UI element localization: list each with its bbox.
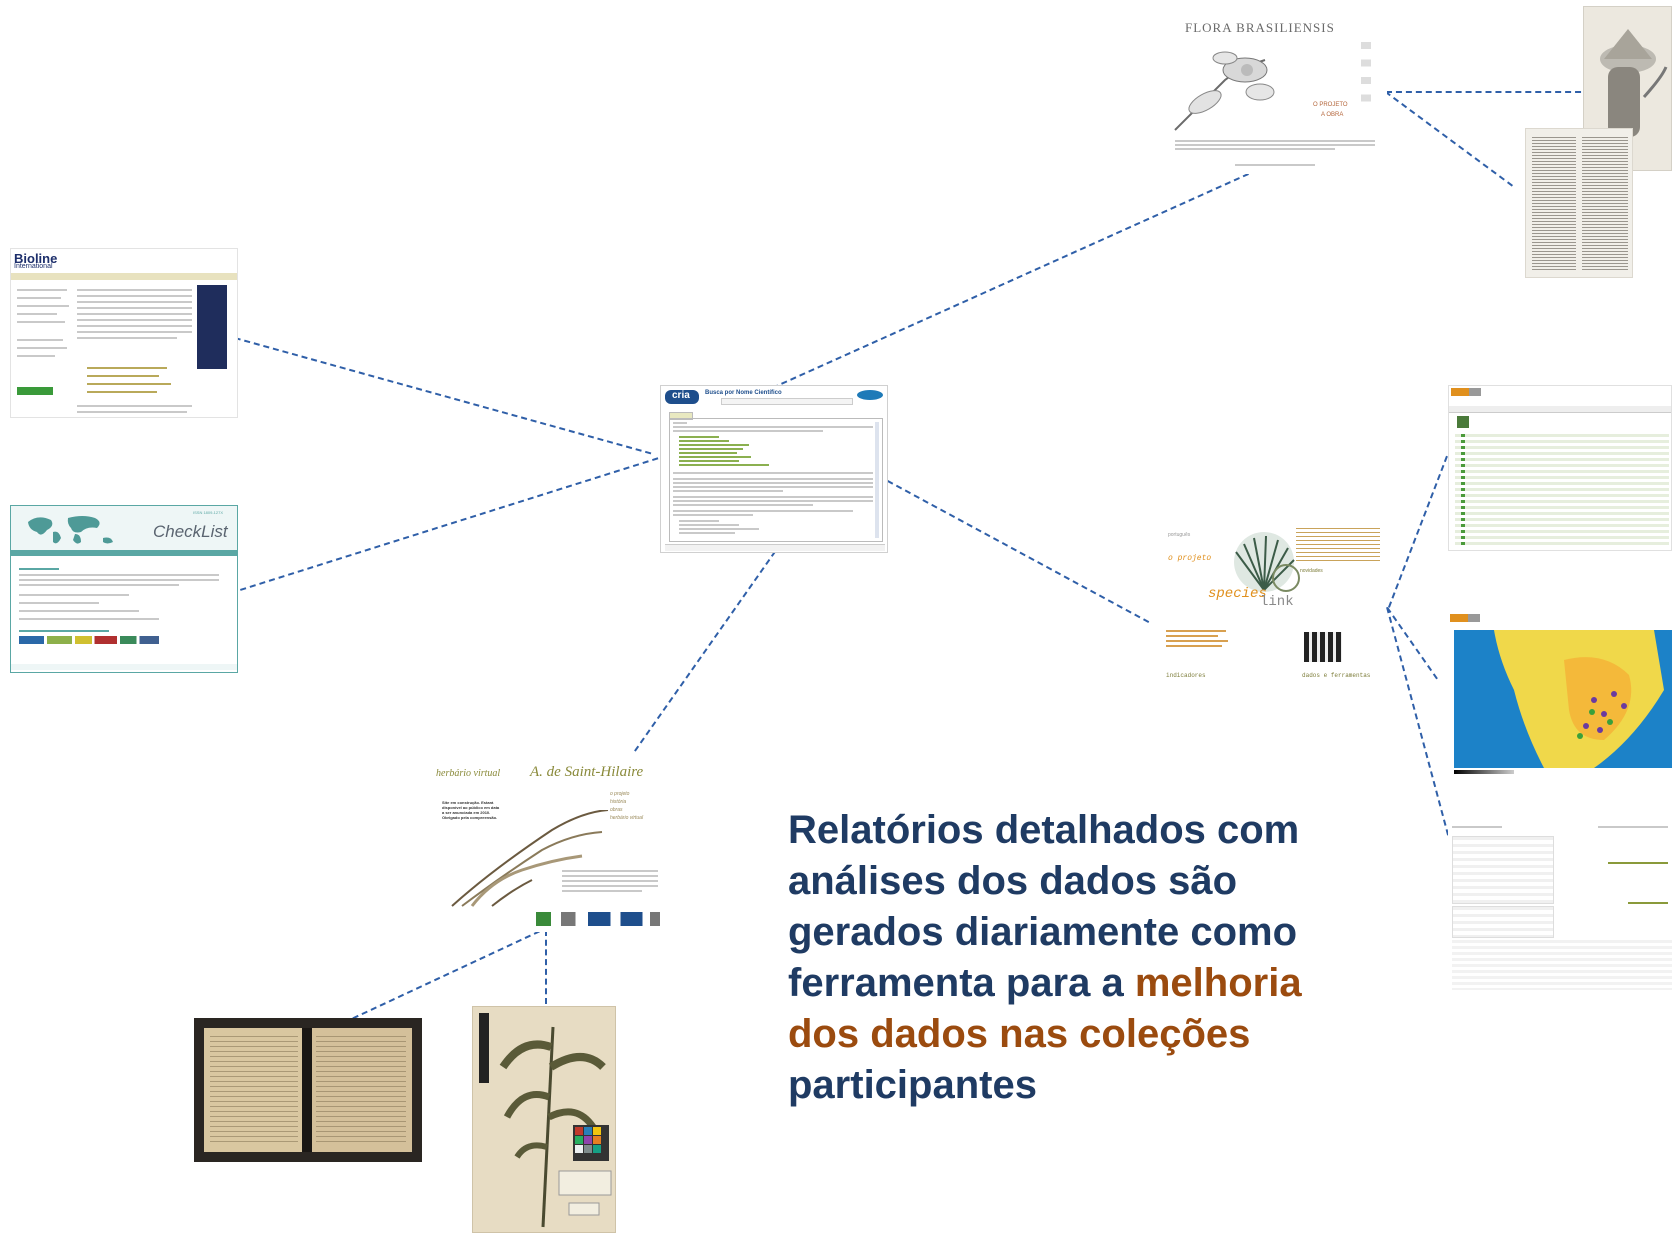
- connector-bioline-cria: [234, 337, 652, 455]
- connector-cria-herbario: [634, 550, 776, 752]
- bioline-nav[interactable]: [11, 273, 237, 280]
- flora-link-obra[interactable]: A OBRA: [1321, 112, 1344, 118]
- main-caption: Relatórios detalhados com análises dos d…: [788, 805, 1368, 1111]
- herbario-menu-virtual[interactable]: herbário virtual: [610, 815, 644, 821]
- cria-scrollbar[interactable]: [875, 422, 879, 538]
- specieslink-menu-indicadores[interactable]: indicadores: [1166, 672, 1206, 679]
- flora-title: FLORA BRASILIENSIS: [1185, 20, 1335, 35]
- herbario-notice: Site em construção. Estará disponível ao…: [442, 800, 500, 820]
- cria-title: Busca por Nome Científico: [705, 390, 782, 396]
- connector-herbario-specimen: [545, 930, 547, 1004]
- connector-checklist-cria: [240, 457, 659, 591]
- flora-text-page: [1525, 128, 1633, 278]
- flora-side-icons[interactable]: [1361, 42, 1371, 112]
- connector-flora-text: [1384, 91, 1514, 187]
- connector-cria-specieslink: [887, 480, 1150, 624]
- cria-partner-icon: [857, 390, 883, 400]
- specieslink-tools-image: [1304, 632, 1342, 662]
- flora-link-projeto[interactable]: O PROJETO: [1313, 102, 1348, 108]
- specieslink-table-screenshot: [1448, 385, 1672, 551]
- bioline-badge: [17, 387, 53, 395]
- checklist-screenshot: CheckList ISSN 1809-127X: [10, 505, 238, 673]
- cactus-illustration-icon: [1600, 29, 1668, 137]
- checklist-nav[interactable]: [11, 550, 237, 556]
- caption-part2: participantes: [788, 1063, 1037, 1107]
- spiral-icon: [1272, 564, 1300, 592]
- specieslink-report-screenshot: [1448, 822, 1672, 992]
- cria-tab[interactable]: [669, 412, 693, 420]
- cria-logo: cria: [672, 390, 690, 401]
- herbario-menu[interactable]: o projeto história obras herbário virtua…: [610, 790, 643, 822]
- bioline-screenshot: Bioline International: [10, 248, 238, 418]
- connector-flora-illustration: [1386, 91, 1591, 93]
- specieslink-logo-link: link: [1260, 594, 1294, 610]
- caption-highlight: melhoria dos dados nas coleções: [788, 961, 1302, 1056]
- manuscript-photo: [194, 1018, 422, 1162]
- flora-plate-image: [1583, 6, 1672, 171]
- plant-illustration-icon: [1174, 51, 1275, 131]
- specieslink-map-screenshot: [1448, 612, 1672, 780]
- herbario-title-name: A. de Saint-Hilaire: [530, 764, 644, 780]
- cria-screenshot: cria Busca por Nome Científico: [660, 385, 888, 553]
- checklist-issn: ISSN 1809-127X: [193, 510, 224, 515]
- specieslink-screenshot: português o projeto novidades species li…: [1160, 520, 1386, 686]
- bioline-subtitle: International: [14, 263, 53, 270]
- caption-part1: Relatórios detalhados com análises dos d…: [788, 808, 1300, 1005]
- checklist-partner-logos: [19, 636, 159, 644]
- herbario-partner-logos: [536, 912, 660, 926]
- grass-illustration-icon: [451, 810, 609, 907]
- fern-specimen-icon: [479, 1013, 612, 1228]
- checklist-logo: CheckList: [153, 522, 228, 541]
- connector-species-map: [1386, 607, 1438, 680]
- specieslink-menu-projeto[interactable]: o projeto: [1168, 554, 1212, 563]
- herbario-title-prefix: herbário virtual: [436, 768, 501, 779]
- herbario-screenshot: herbário virtual A. de Saint-Hilaire Sit…: [432, 760, 664, 932]
- specieslink-logo: species: [1208, 586, 1267, 602]
- cria-search-input[interactable]: [721, 398, 853, 405]
- specimen-photo: [472, 1006, 616, 1233]
- specieslink-menu-novidades[interactable]: novidades: [1300, 568, 1323, 574]
- bioline-cover-image: [197, 285, 227, 369]
- world-map-icon: [28, 516, 113, 544]
- herbario-menu-projeto[interactable]: o projeto: [610, 791, 630, 797]
- specieslink-menu-dados[interactable]: dados e ferramentas: [1302, 672, 1371, 679]
- flora-brasiliensis-screenshot: FLORA BRASILIENSIS O PROJETO A OBRA: [1165, 14, 1387, 174]
- herbario-menu-historia[interactable]: história: [610, 799, 627, 805]
- connector-species-report: [1386, 607, 1450, 836]
- herbario-menu-obras[interactable]: obras: [610, 807, 623, 813]
- south-america-map-icon: [1494, 630, 1664, 768]
- bioline-title: Bioline: [14, 251, 58, 266]
- connector-species-table: [1388, 455, 1448, 608]
- cria-footer-options[interactable]: [665, 544, 885, 551]
- connector-cria-flora: [772, 173, 1249, 389]
